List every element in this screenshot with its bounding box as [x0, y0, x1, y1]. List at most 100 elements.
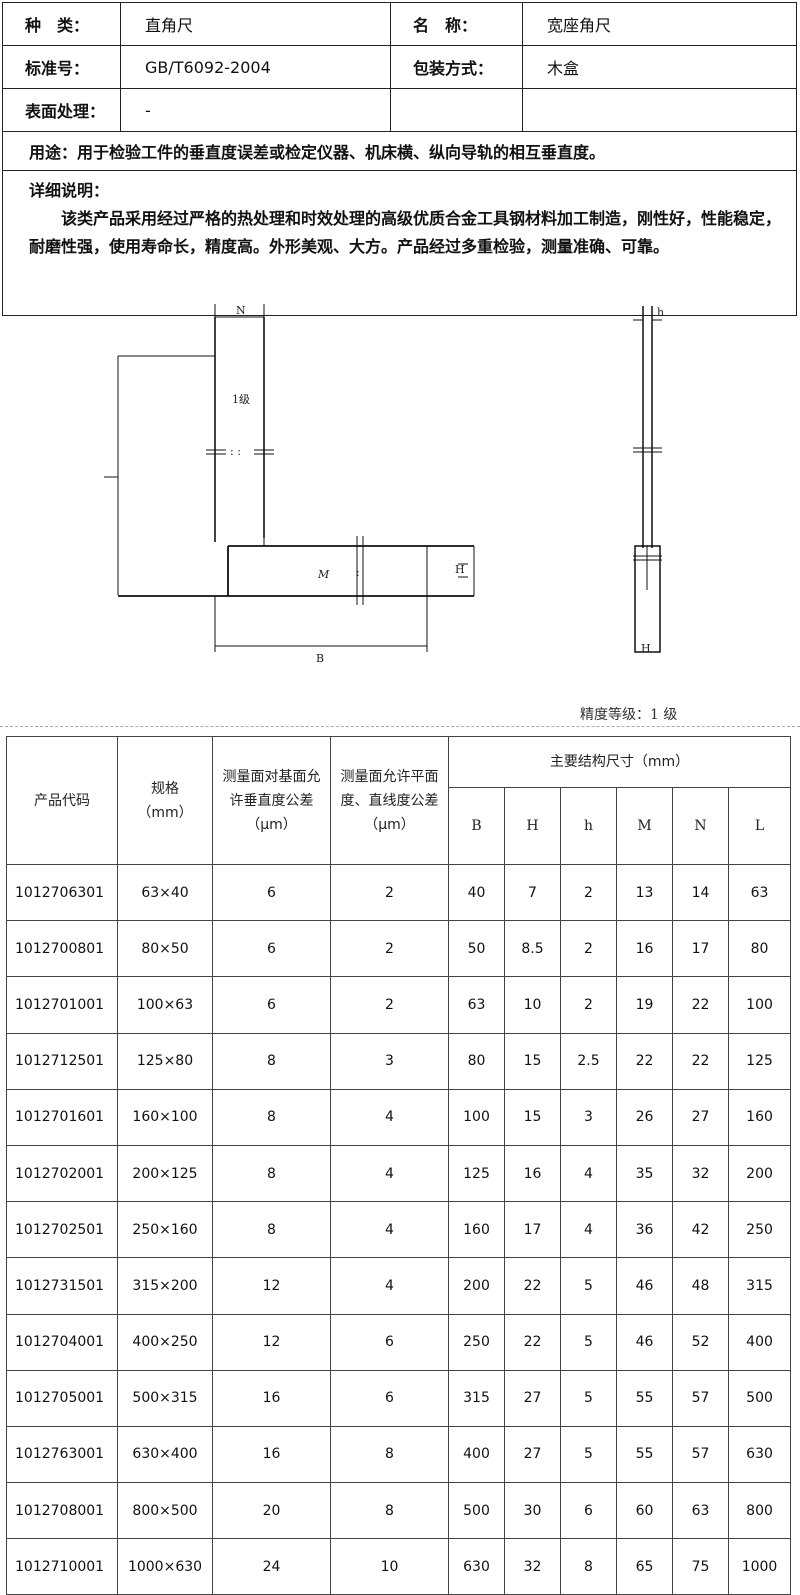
table-cell: 22	[616, 1032, 673, 1090]
table-cell: 16	[212, 1425, 331, 1484]
table-cell: 4	[330, 1144, 449, 1203]
table-cell: 57	[672, 1425, 729, 1484]
table-cell: 7	[504, 863, 561, 922]
table-cell: 22	[672, 976, 729, 1034]
header-dim-M: M	[616, 787, 673, 865]
table-cell: 10	[504, 976, 561, 1034]
table-cell: 250	[727, 1201, 792, 1259]
info-row-standard: 标准号： GB/T6092-2004 包装方式： 木盒	[2, 45, 797, 89]
table-cell: 50	[448, 920, 505, 978]
surface-value: -	[120, 88, 391, 132]
table-cell: 200	[448, 1257, 505, 1315]
table-cell: 3	[330, 1032, 449, 1090]
info-row-type: 种 类： 直角尺 名 称： 宽座角尺	[2, 2, 797, 46]
dim-label-N: N	[236, 304, 246, 317]
table-cell: 4	[330, 1088, 449, 1146]
table-cell: 630×400	[117, 1425, 213, 1484]
table-cell: 24	[212, 1538, 331, 1595]
info-row-surface: 表面处理： -	[2, 88, 797, 132]
table-cell: 19	[616, 976, 673, 1034]
table-cell: 400×250	[117, 1313, 213, 1371]
table-cell: 80	[448, 1032, 505, 1090]
table-cell: 315	[727, 1257, 792, 1315]
table-cell: 1012712501	[6, 1032, 118, 1090]
table-cell: 2	[330, 920, 449, 978]
table-cell: 8.5	[504, 920, 561, 978]
table-cell: 5	[560, 1257, 617, 1315]
table-cell: 1012700801	[6, 920, 118, 978]
specification-table: 产品代码 规格（mm） 测量面对基面允许垂直度公差（μm） 测量面允许平面度、直…	[6, 736, 792, 1595]
table-cell: 200	[727, 1144, 792, 1203]
table-cell: 6	[212, 863, 331, 922]
dim-label-B: B	[316, 652, 324, 665]
table-cell: 15	[504, 1088, 561, 1146]
dim-label-H-front: H	[455, 563, 465, 576]
table-cell: 250×160	[117, 1201, 213, 1259]
table-cell: 16	[616, 920, 673, 978]
table-cell: 80×50	[117, 920, 213, 978]
table-cell: 8	[560, 1538, 617, 1595]
table-cell: 17	[504, 1201, 561, 1259]
table-cell: 630	[448, 1538, 505, 1595]
usage-text: 用途：用于检验工件的垂直度误差或检定仪器、机床横、纵向导轨的相互垂直度。	[2, 131, 797, 171]
table-cell: 8	[330, 1482, 449, 1540]
table-cell: 22	[504, 1313, 561, 1371]
standard-label: 标准号：	[2, 45, 121, 89]
table-cell: 160×100	[117, 1088, 213, 1146]
break-mark: : :	[230, 445, 241, 458]
table-cell: 55	[616, 1369, 673, 1427]
table-cell: 4	[330, 1257, 449, 1315]
table-cell: 2	[560, 920, 617, 978]
table-cell: 12	[212, 1313, 331, 1371]
name-label: 名 称：	[390, 2, 523, 46]
table-cell: 1012763001	[6, 1425, 118, 1484]
table-cell: 6	[212, 976, 331, 1034]
dim-label-H-side: H	[641, 642, 651, 655]
table-cell: 4	[560, 1201, 617, 1259]
header-flatness-tolerance: 测量面允许平面度、直线度公差（μm）	[330, 736, 449, 865]
detail-cell: 详细说明： 该类产品采用经过严格的热处理和时效处理的高级优质合金工具钢材料加工制…	[2, 170, 797, 316]
table-cell: 6	[330, 1313, 449, 1371]
table-cell: 630	[727, 1425, 792, 1484]
header-spec: 规格（mm）	[117, 736, 213, 865]
table-cell: 27	[672, 1088, 729, 1146]
square-technical-drawing: N 1级 : : M :	[104, 304, 664, 665]
table-cell: 1012708001	[6, 1482, 118, 1540]
table-cell: 2.5	[560, 1032, 617, 1090]
type-value: 直角尺	[120, 2, 391, 46]
header-dim-N: N	[672, 787, 729, 865]
table-cell: 63	[672, 1482, 729, 1540]
table-cell: 55	[616, 1425, 673, 1484]
detail-title: 详细说明：	[29, 181, 110, 200]
table-cell: 65	[616, 1538, 673, 1595]
table-cell: 32	[672, 1144, 729, 1203]
table-cell: 1000×630	[117, 1538, 213, 1595]
table-cell: 125	[448, 1144, 505, 1203]
table-cell: 57	[672, 1369, 729, 1427]
table-cell: 500	[727, 1369, 792, 1427]
type-label: 种 类：	[2, 2, 121, 46]
table-cell: 1012731501	[6, 1257, 118, 1315]
table-cell: 40	[448, 863, 505, 922]
table-cell: 6	[212, 920, 331, 978]
package-label: 包装方式：	[390, 45, 523, 89]
table-cell: 315×200	[117, 1257, 213, 1315]
table-cell: 800	[727, 1482, 792, 1540]
table-cell: 100	[727, 976, 792, 1034]
table-cell: 8	[212, 1201, 331, 1259]
table-cell: 8	[212, 1144, 331, 1203]
table-cell: 22	[672, 1032, 729, 1090]
table-cell: 80	[727, 920, 792, 978]
header-dim-H: H	[504, 787, 561, 865]
info-row-usage: 用途：用于检验工件的垂直度误差或检定仪器、机床横、纵向导轨的相互垂直度。	[2, 131, 797, 171]
table-cell: 2	[560, 976, 617, 1034]
table-cell: 12	[212, 1257, 331, 1315]
name-value: 宽座角尺	[522, 2, 797, 46]
table-cell: 1012705001	[6, 1369, 118, 1427]
